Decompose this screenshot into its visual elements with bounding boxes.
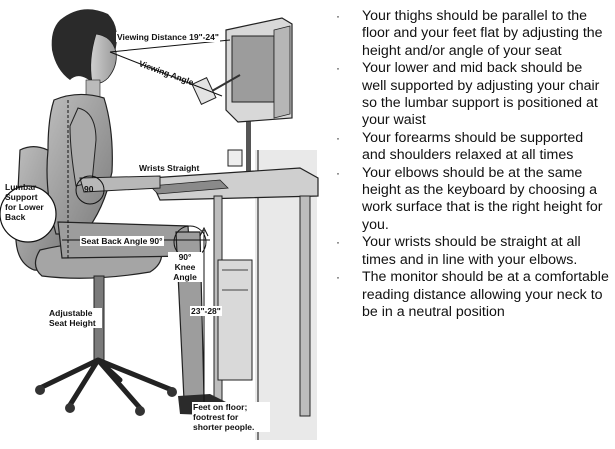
ergonomic-posture-drawing	[0, 9, 319, 440]
bullet-icon: ·	[336, 270, 340, 285]
bullet-icon: ·	[336, 61, 340, 76]
bullet-icon: ·	[336, 130, 340, 145]
tip-text: Your elbows should be at the same height…	[362, 164, 603, 233]
list-item: · Your lower and mid back should be well …	[336, 60, 610, 130]
bullet-icon: ·	[336, 9, 340, 23]
list-item: · Your elbows should be at the same heigh…	[336, 165, 610, 235]
angle-90-label: 90	[84, 184, 94, 194]
viewing-distance-label: Viewing Distance 19"-24"	[116, 32, 220, 42]
list-item: · Your wrists should be straight at all t…	[336, 234, 610, 269]
tip-text: The monitor should be at a comfortable r…	[362, 269, 609, 320]
tip-text: Your thighs should be parallel to the fl…	[362, 8, 603, 59]
tip-text: Your wrists should be straight at all ti…	[362, 234, 581, 268]
adjustable-seat-height-label: Adjustable Seat Height	[48, 308, 102, 328]
list-item: · Your forearms should be supported and s…	[336, 130, 610, 165]
bullet-icon: ·	[336, 235, 340, 250]
wrists-straight-label: Wrists Straight	[138, 163, 201, 173]
height-range-label: 23"-28"	[190, 306, 222, 316]
bullet-icon: ·	[336, 165, 340, 180]
list-item: · Your thighs should be parallel to the f…	[336, 8, 610, 60]
ergonomic-tips-list: · Your thighs should be parallel to the f…	[336, 8, 610, 321]
ergonomics-illustration: Viewing Distance 19"-24" Viewing Angle W…	[0, 9, 319, 440]
seat-back-angle-label: Seat Back Angle 90°	[80, 236, 164, 246]
list-item: · The monitor should be at a comfortable …	[336, 269, 610, 321]
feet-on-floor-label: Feet on floor; footrest for shorter peop…	[192, 402, 270, 432]
lumbar-support-label: Lumbar Support for Lower Back	[5, 182, 44, 222]
tip-text: Your forearms should be supported and sh…	[362, 129, 584, 164]
knee-angle-label: 90° Knee Angle	[168, 252, 202, 282]
tip-text: Your lower and mid back should be well s…	[362, 60, 600, 129]
